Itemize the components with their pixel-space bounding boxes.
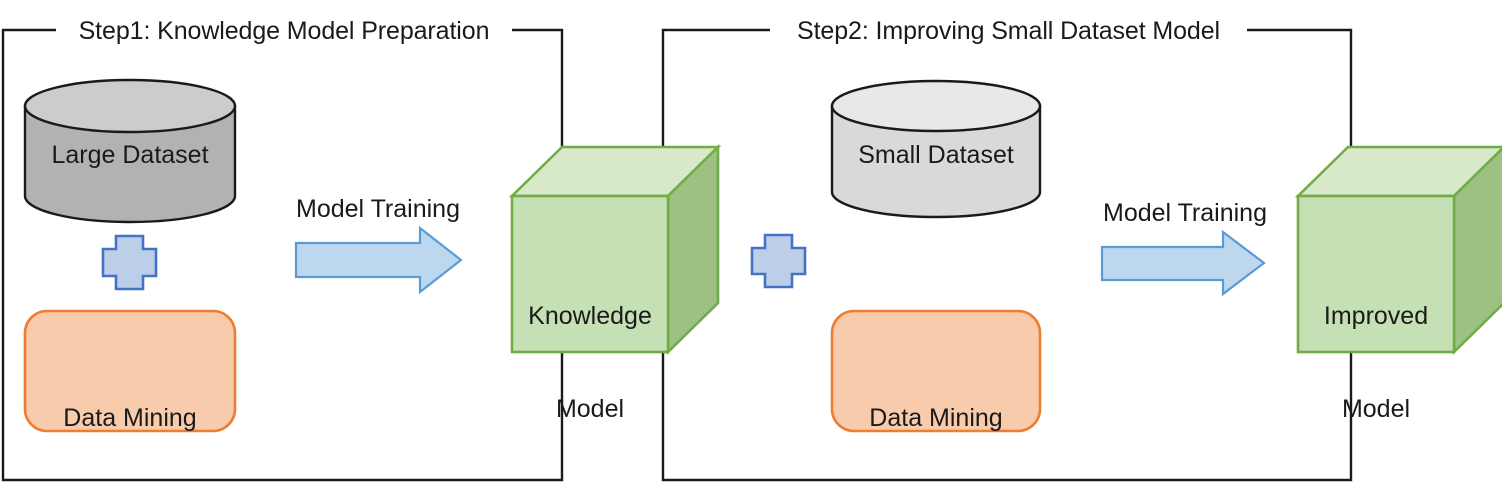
data-mining-model-box[interactable]: [23, 309, 237, 433]
large-dataset-cylinder[interactable]: [23, 78, 237, 224]
data-mining-model-box[interactable]: [830, 309, 1042, 433]
right-arrow-icon[interactable]: [294, 225, 463, 295]
step1-frame: [1, 28, 564, 482]
plus-icon[interactable]: [101, 234, 158, 291]
improved-model-cube[interactable]: [1294, 145, 1502, 356]
right-arrow-icon[interactable]: [1100, 229, 1266, 297]
small-dataset-cylinder[interactable]: [830, 79, 1042, 219]
step2-frame: [661, 28, 1353, 482]
knowledge-model-cube[interactable]: [508, 143, 722, 356]
plus-icon[interactable]: [750, 233, 807, 289]
